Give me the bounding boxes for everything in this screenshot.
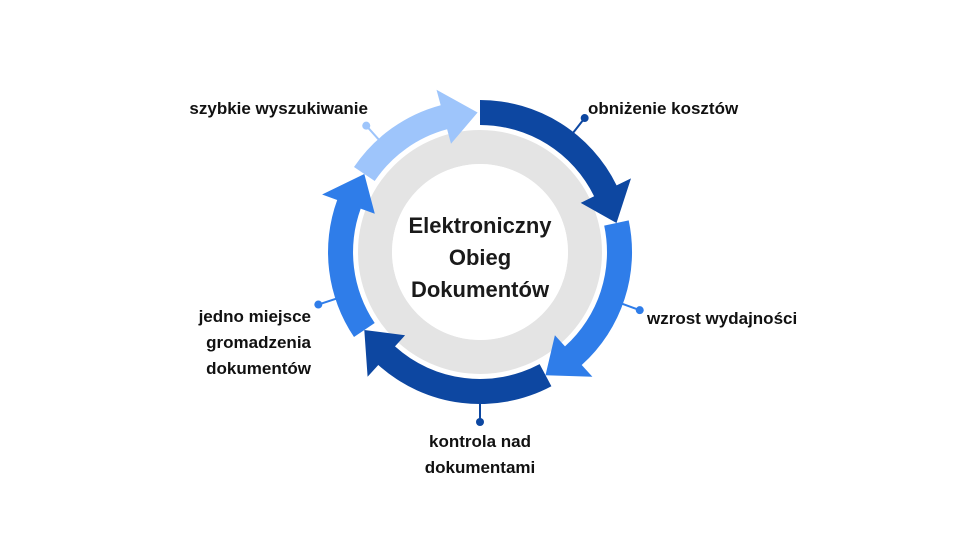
cycle-arrow-segment-5 — [354, 89, 478, 181]
connector-dot-1 — [580, 114, 589, 123]
stage-label-line: dokumentów — [206, 359, 311, 378]
stage-label-szybkie-wyszukiwanie: szybkie wyszukiwanie — [140, 96, 368, 122]
cycle-arrow-segment-3 — [364, 330, 552, 405]
cycle-arrow-segment-2 — [545, 220, 633, 377]
center-disc — [392, 164, 568, 340]
stage-label-jedno-miejsce: jedno miejsce gromadzenia dokumentów — [170, 304, 311, 382]
stage-label-line: jedno miejsce — [198, 307, 311, 326]
stage-label-line: szybkie wyszukiwanie — [189, 99, 368, 118]
center-title-line-3: Dokumentów — [410, 277, 550, 302]
center-title-line-2: Obieg — [448, 245, 512, 270]
stage-label-line: gromadzenia — [206, 333, 311, 352]
center-title: Elektroniczny Obieg Dokumentów — [380, 210, 580, 306]
stage-label-line: wzrost wydajności — [647, 309, 798, 328]
connector-dot-3 — [476, 418, 484, 426]
stage-label-wzrost-wydajnosci: wzrost wydajności — [647, 306, 797, 332]
center-title-line-1: Elektroniczny — [408, 213, 552, 238]
stage-label-line: kontrola nad — [428, 432, 531, 451]
cycle-arrow-segment-4 — [322, 174, 375, 337]
connector-dot-4 — [314, 300, 323, 309]
stage-label-line: dokumentami — [424, 458, 536, 477]
stage-label-kontrola-nad-dokumentami: kontrola nad dokumentami — [420, 429, 540, 481]
stage-label-line: obniżenie kosztów — [588, 99, 739, 118]
cycle-arrow-segment-1 — [480, 100, 631, 223]
inner-ring — [358, 130, 602, 374]
stage-label-obnizenie-kosztow: obniżenie kosztów — [588, 96, 738, 122]
connector-dot-2 — [635, 306, 644, 315]
connector-dot-5 — [362, 121, 371, 130]
